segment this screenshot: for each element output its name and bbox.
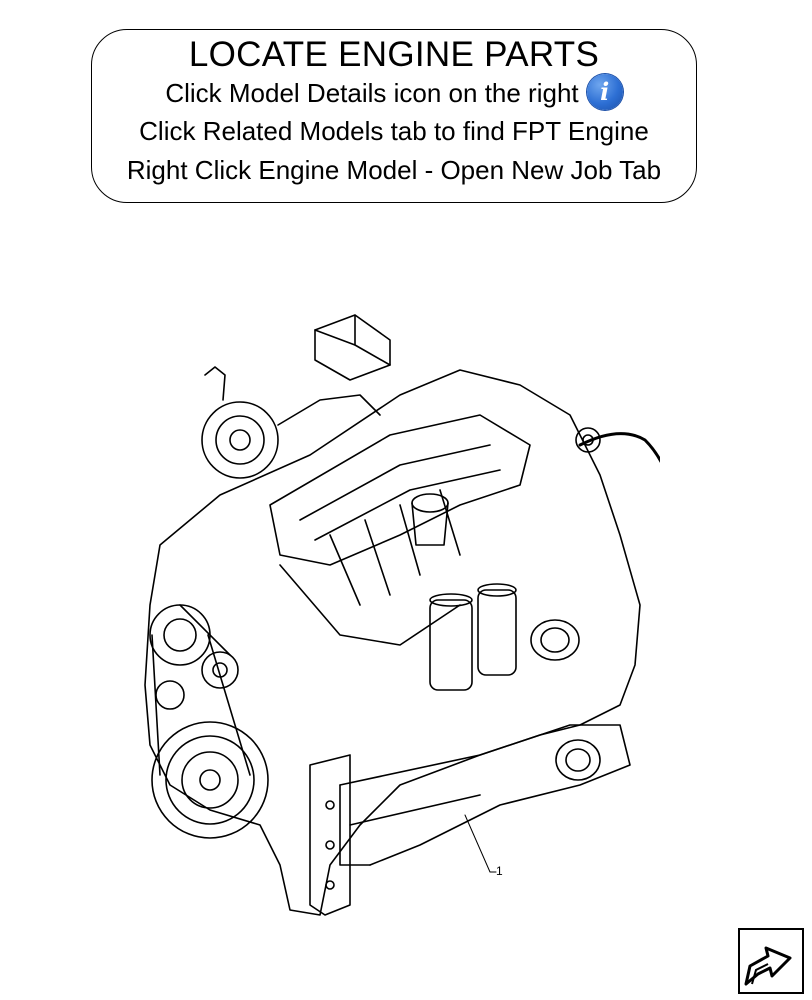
coolant-outlet [530,619,580,661]
crankshaft-pulley [151,721,269,839]
instruction-line-1-text: Click Model Details icon on the right [165,77,579,108]
return-arrow-icon[interactable] [738,928,804,994]
idler-pulley [201,651,239,689]
alternator [149,604,211,666]
engine-illustration [144,314,660,916]
oil-sump [339,724,631,866]
instruction-box: LOCATE ENGINE PARTS Click Model Details … [91,29,697,203]
instruction-line-3: Right Click Engine Model - Open New Job … [126,155,662,185]
wiring-harness [578,432,660,464]
callout-leader [464,814,497,873]
turbocharger [201,401,279,479]
box-title: LOCATE ENGINE PARTS [188,35,600,74]
front-mount [309,754,351,916]
callout-label-1: 1 [496,864,503,878]
valve-cover [269,414,531,566]
info-icon[interactable]: i [586,74,623,110]
filter-right [477,589,517,676]
instruction-line-2: Click Related Models tab to find FPT Eng… [139,116,649,146]
ecu-module [314,314,391,381]
filter-left [429,599,473,691]
